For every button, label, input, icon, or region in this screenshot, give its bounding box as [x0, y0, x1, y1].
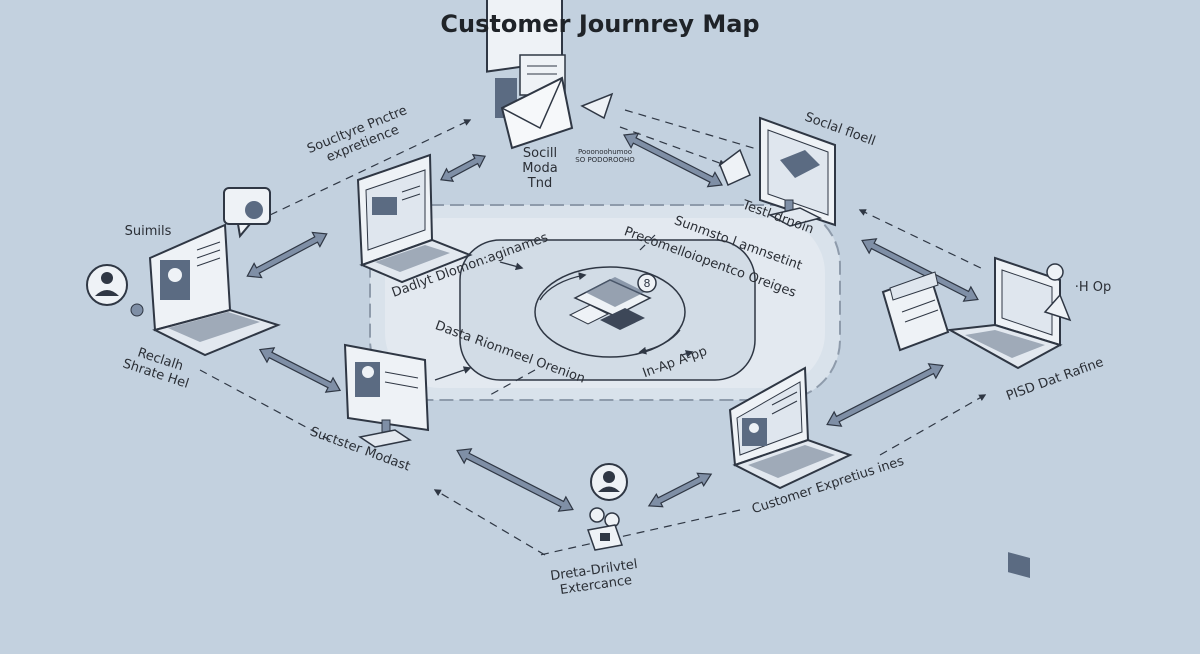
arrow-3 [623, 132, 723, 188]
arrow-7 [456, 448, 574, 512]
monitor-top-right [719, 116, 836, 227]
double-arrows [246, 132, 979, 512]
send-triangle-icon [580, 92, 614, 120]
arrow-1 [246, 231, 328, 279]
small-arrows [434, 261, 694, 381]
arrow-6 [647, 472, 713, 508]
user-avatar-left [86, 264, 144, 317]
user-avatar-bottom [587, 463, 628, 551]
laptop-right [881, 256, 1072, 578]
label-submits: Suimils [124, 224, 172, 239]
arrow-8 [258, 347, 342, 393]
svg-text:8: 8 [644, 277, 651, 290]
central-card-stack: 8 [568, 273, 657, 330]
laptop-bottom-right [728, 366, 853, 490]
page-title: Customer Journrey Map [440, 10, 760, 38]
laptop-left [148, 187, 281, 357]
label-tiny-caption: Pooonoohumoo SO PODOROOHO [575, 148, 635, 164]
arrow-4 [861, 238, 979, 302]
arrow-2 [440, 154, 486, 182]
monitor-lower-left [343, 343, 430, 448]
central-rings: 8 [369, 204, 841, 401]
label-social-media: Socill Moda Tnd [522, 146, 558, 191]
label-h-op: ·H Op [1074, 280, 1112, 295]
email-envelope-icon [486, 0, 574, 150]
laptop-top-left [356, 153, 473, 284]
arrow-5 [826, 363, 944, 427]
